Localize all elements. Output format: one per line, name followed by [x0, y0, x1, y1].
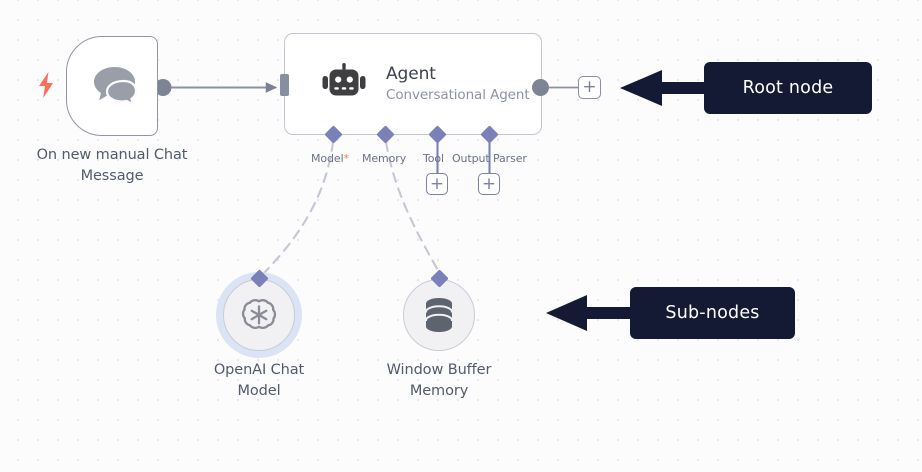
node-label-trigger: On new manual Chat Message — [36, 147, 188, 184]
add-node-button-tool[interactable]: + — [426, 173, 448, 195]
robot-icon — [322, 63, 366, 96]
node-window-buffer-memory[interactable] — [403, 279, 475, 351]
agent-port-label-model: Model* — [311, 152, 349, 166]
node-on-new-manual-chat-message[interactable] — [66, 36, 158, 136]
add-node-button-output-parser[interactable]: + — [478, 173, 500, 195]
chat-bubbles-icon — [92, 65, 138, 107]
edge-memory-to-window-buffer[interactable] — [384, 140, 442, 276]
agent-port-label-memory: Memory — [362, 152, 407, 165]
node-openai-chat-model[interactable] — [223, 279, 295, 351]
node-label-openai-chat-model: OpenAI Chat Model — [213, 362, 305, 399]
required-asterisk: * — [343, 152, 350, 165]
arrow-root-node — [620, 70, 708, 106]
arrow-sub-nodes — [546, 295, 633, 331]
port-label-model-text: Model — [311, 152, 344, 165]
trigger-output-dot[interactable] — [154, 79, 172, 96]
agent-port-label-tool: Tool — [423, 152, 444, 165]
agent-subtitle: Conversational Agent — [386, 87, 530, 103]
agent-text-block: Agent Conversational Agent — [386, 63, 530, 105]
openai-logo-icon — [241, 299, 277, 330]
annotation-root-node: Root node — [704, 62, 872, 114]
agent-port-label-output-parser: Output Parser — [452, 152, 527, 165]
agent-title: Agent — [386, 64, 436, 84]
agent-input-port[interactable] — [280, 74, 289, 96]
annotation-sub-nodes: Sub-nodes — [630, 287, 795, 339]
edge-model-to-openai[interactable] — [261, 140, 335, 276]
add-node-button-output[interactable]: + — [578, 76, 601, 99]
lightning-bolt-icon — [39, 72, 53, 98]
database-icon — [425, 298, 453, 332]
agent-output-port[interactable] — [532, 79, 549, 96]
node-agent[interactable]: Agent Conversational Agent — [284, 33, 542, 135]
node-label-window-buffer-memory: Window Buffer Memory — [386, 362, 492, 399]
